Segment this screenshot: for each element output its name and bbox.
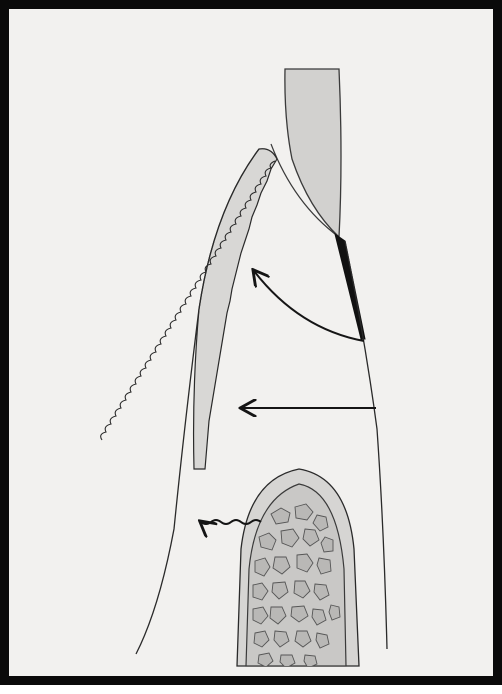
oral-epithelium-with-rete-ridges (194, 149, 277, 469)
gingiva-cross-section-drawing (9, 9, 502, 694)
tooth-crown-shading (285, 69, 341, 237)
